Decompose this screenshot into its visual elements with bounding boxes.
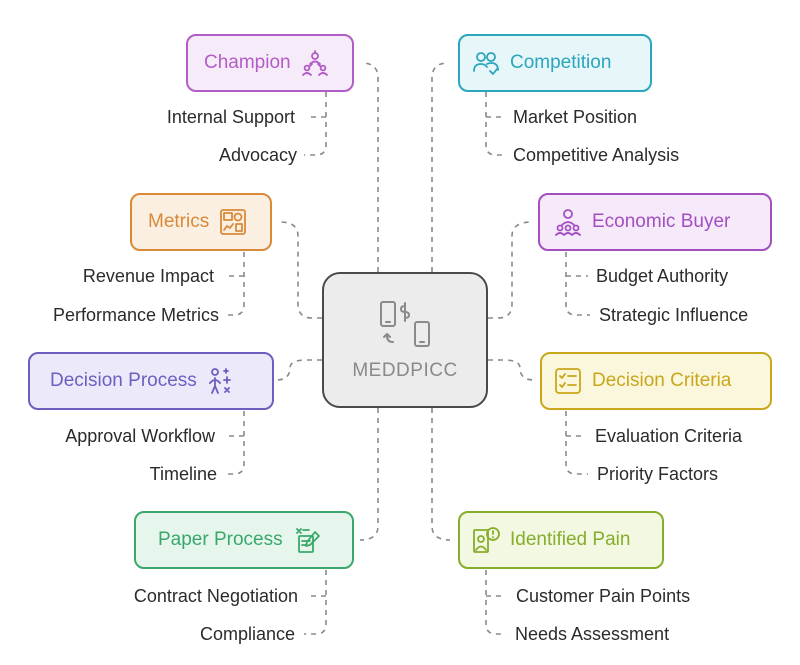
node-paper-process: Paper Process: [134, 511, 354, 569]
leaf-advocacy: Advocacy: [218, 145, 297, 165]
leaf-budget-authority: Budget Authority: [596, 266, 729, 286]
people-compare-icon: [472, 49, 500, 77]
leaf-compliance: Compliance: [199, 624, 295, 644]
leaf-strategic-influence: Strategic Influence: [599, 305, 749, 325]
presenter-icon: [301, 49, 329, 77]
document-sign-icon: [293, 526, 321, 554]
node-economic-buyer: Economic Buyer: [538, 193, 772, 251]
leaf-evaluation-criteria: Evaluation Criteria: [595, 426, 743, 446]
leaf-market-position: Market Position: [513, 107, 638, 127]
pain-alert-icon: [472, 526, 500, 554]
leaf-revenue-impact: Revenue Impact: [82, 266, 214, 286]
center-node: MEDDPICC: [322, 272, 488, 408]
buyer-group-icon: [554, 208, 582, 236]
dashboard-icon: [219, 208, 247, 236]
leaf-internal-support: Internal Support: [166, 107, 295, 127]
leaf-competitive-analysis: Competitive Analysis: [513, 145, 680, 165]
leaf-priority-factors: Priority Factors: [597, 464, 719, 484]
node-identified-pain: Identified Pain: [458, 511, 664, 569]
node-competition: Competition: [458, 34, 652, 92]
node-metrics-label: Metrics: [148, 211, 210, 232]
node-champion: Champion: [186, 34, 354, 92]
node-decision-criteria: Decision Criteria: [540, 352, 772, 410]
leaf-approval-workflow: Approval Workflow: [65, 426, 215, 446]
node-decision-criteria-label: Decision Criteria: [592, 370, 732, 391]
leaf-needs-assessment: Needs Assessment: [515, 624, 670, 644]
leaf-timeline: Timeline: [149, 464, 217, 484]
node-competition-label: Competition: [510, 52, 612, 73]
center-title: MEDDPICC: [352, 360, 458, 381]
node-paper-process-label: Paper Process: [158, 529, 283, 550]
node-identified-pain-label: Identified Pain: [510, 529, 631, 550]
node-economic-buyer-label: Economic Buyer: [592, 211, 731, 232]
leaf-performance-metrics: Performance Metrics: [52, 305, 219, 325]
node-decision-process-label: Decision Process: [50, 370, 197, 391]
leaf-contract-negotiation: Contract Negotiation: [133, 586, 298, 606]
leaf-customer-pain-points: Customer Pain Points: [516, 586, 691, 606]
node-decision-process: Decision Process: [28, 352, 274, 410]
node-metrics: Metrics: [130, 193, 272, 251]
decision-person-icon: [207, 367, 235, 395]
node-champion-label: Champion: [204, 52, 291, 73]
checklist-icon: [554, 367, 582, 395]
phone-exchange-icon: [380, 301, 430, 347]
